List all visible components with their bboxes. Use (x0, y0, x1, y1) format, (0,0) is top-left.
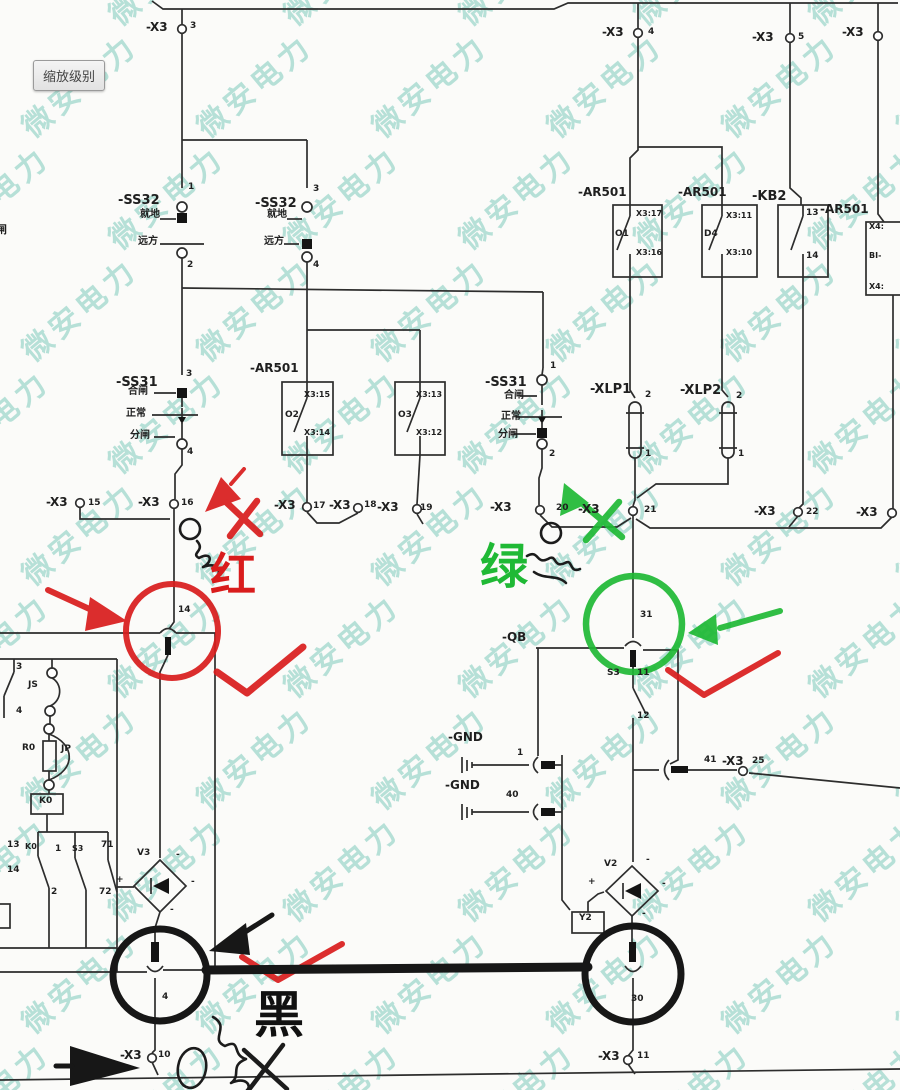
terminal-x3-5 (784, 32, 796, 44)
k0-box (30, 793, 64, 815)
black-arrow-bottom-head (70, 1046, 140, 1086)
ss32a-closed-contact (177, 213, 187, 223)
connector-14-bar (165, 637, 171, 655)
red-circle-annotation (123, 581, 221, 681)
green-circle-annotation (582, 572, 686, 676)
terminal-x3-3 (176, 23, 188, 35)
r0-resistor (42, 740, 57, 772)
connector-4-bar (151, 942, 159, 962)
hand-annotations (45, 467, 783, 1090)
ink-circle-red-area (178, 517, 202, 541)
ar501-o1-box (612, 204, 663, 278)
black-arrow-mid-shaft (239, 912, 275, 937)
connector-41-bar (671, 766, 688, 773)
terminal-x3-10 (146, 1052, 158, 1064)
black-circle-left (109, 925, 211, 1025)
terminal-x3-19 (411, 503, 423, 515)
red-triangle-tail (229, 467, 246, 486)
green-arrow-right-shaft (717, 608, 783, 631)
ss31b-arrow (538, 417, 546, 424)
zoom-level-button[interactable]: 缩放级别 (33, 60, 106, 91)
terminal-x3-16 (168, 498, 180, 510)
connector-31-bar (630, 650, 636, 667)
terminal-x3-11 (622, 1054, 634, 1066)
terminal-x3-4 (632, 27, 644, 39)
terminal-x3-22 (792, 506, 804, 518)
ar501-o2-box (281, 381, 334, 456)
terminal-x3-21 (627, 505, 639, 517)
terminal-x3-25 (737, 765, 749, 777)
terminal-x3-17 (301, 501, 313, 513)
black-annotations (53, 912, 685, 1086)
left-edge-box (0, 903, 11, 929)
component-symbols (0, 201, 900, 962)
ss31b-closed-contact (537, 428, 547, 438)
ar501-o3-box (394, 381, 446, 456)
ink-scrawls (176, 517, 582, 1090)
black-thick-line (201, 962, 593, 975)
ar501-d4-box (701, 204, 758, 278)
terminal-x3-15 (74, 497, 86, 509)
gnd1-connector-bar (541, 761, 555, 769)
v3-rectifier (132, 858, 188, 914)
ink-x-bottom (241, 1042, 290, 1090)
ss32b-closed-contact (302, 239, 312, 249)
black-arrow-mid-head (209, 923, 250, 955)
red-annotations (45, 467, 781, 983)
terminals (74, 23, 898, 1066)
terminal-x3-top-right (872, 30, 884, 42)
terminal-x3-right-mid (886, 507, 898, 519)
red-check-bottom (239, 941, 345, 983)
red-triangle-arrow (205, 477, 241, 512)
green-annotations (560, 483, 783, 676)
ink-circle-green-area (539, 521, 563, 545)
terminal-x3-18 (352, 502, 364, 514)
terminal-x3-20 (534, 504, 546, 516)
red-x-mark (223, 497, 264, 540)
y2-box (571, 911, 605, 934)
red-arrow-left-shaft (45, 587, 99, 615)
ink-ellipse-bottom (176, 1046, 208, 1090)
connector-30-bar (629, 942, 636, 962)
v2-rectifier (604, 864, 660, 918)
ink-squiggle-green-area (525, 553, 582, 585)
green-triangle-arrow (560, 483, 589, 516)
xlp1-fuse (628, 401, 642, 459)
ink-squiggle-black-area (211, 1015, 250, 1090)
gnd2-connector-bar (541, 808, 555, 816)
kb2-box (777, 204, 829, 278)
xlp2-fuse (721, 401, 735, 459)
ss31a-closed-contact (177, 388, 187, 398)
red-check-left (213, 643, 307, 697)
ink-squiggle-red-area (194, 539, 221, 579)
red-check-right (665, 650, 781, 698)
ar501-x4-box (865, 221, 900, 296)
black-circle-right (581, 922, 685, 1026)
green-x-mark (580, 498, 626, 544)
green-arrow-right-head (688, 614, 718, 645)
ss31a-arrow (178, 417, 186, 424)
red-arrow-left-head (85, 597, 127, 631)
